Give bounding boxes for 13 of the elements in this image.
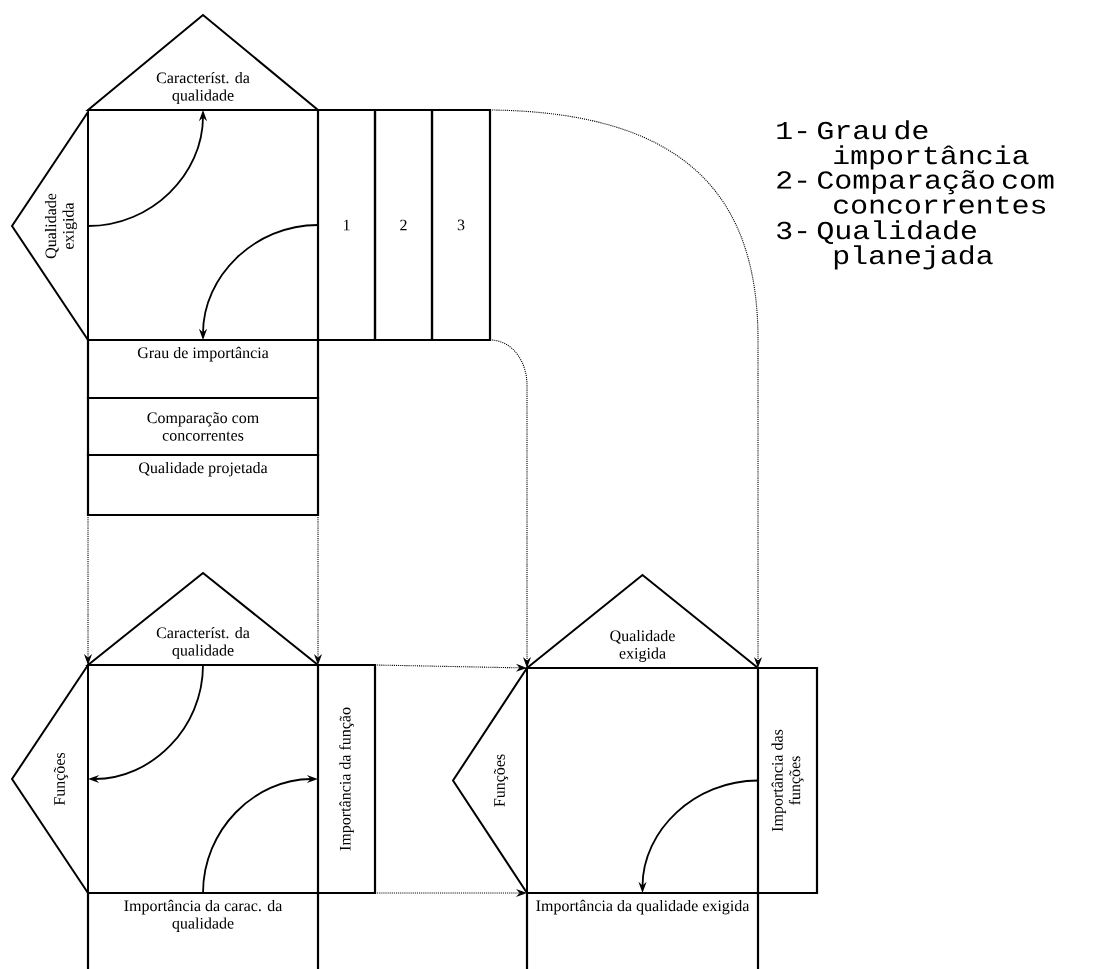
column-cell: 3: [430, 108, 492, 342]
column-cell: Importância das funções: [756, 666, 819, 895]
column-cell: 2: [373, 108, 434, 342]
row-cell: Grau de importância: [86, 338, 320, 400]
row-cell: Importância da qualidade exigida: [525, 891, 760, 969]
row-cell: Qualidade projetada: [86, 453, 320, 517]
column-cell: Importância da função: [316, 663, 377, 895]
note-text: 1- Grau de importância: [777, 120, 1029, 170]
row-cell: Comparação com concorrentes: [86, 396, 320, 457]
note-text: 3- Qualidade planejada: [777, 220, 993, 270]
row-cell: Importância da carac. da qualidade: [86, 891, 320, 969]
column-cell: 1: [316, 108, 377, 342]
note-text: 2- Comparação com concorrentes: [777, 170, 1054, 214]
